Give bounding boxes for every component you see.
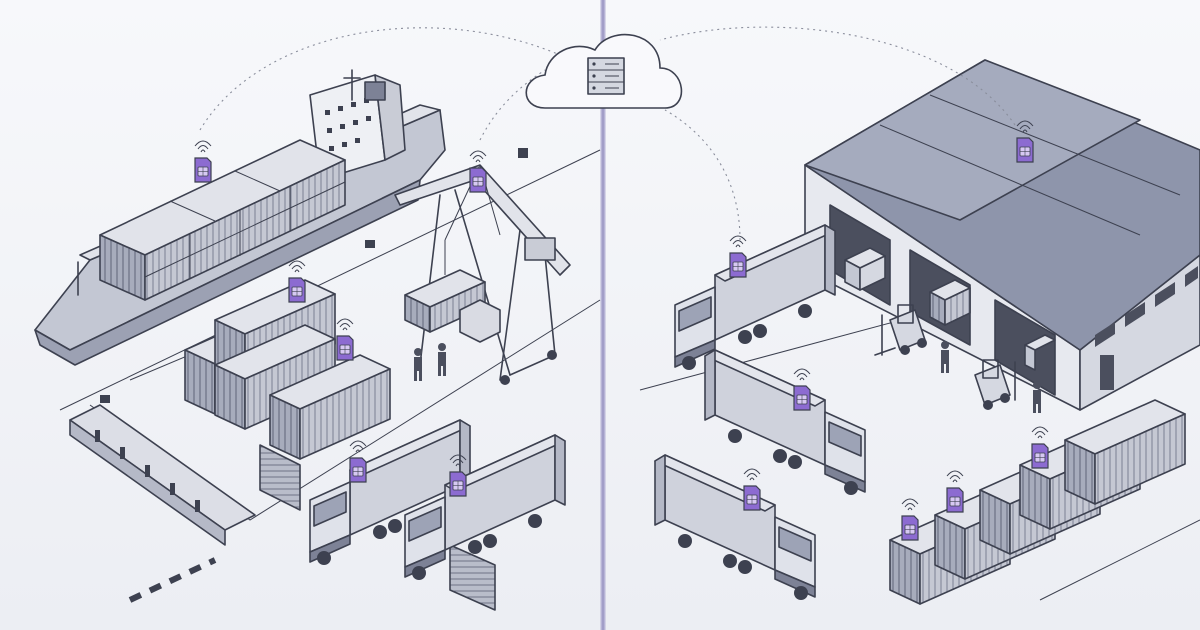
connection-lines	[199, 26, 1016, 241]
cargo-ship	[34, 69, 446, 366]
workers	[414, 343, 446, 381]
forklift-1	[874, 304, 927, 356]
cloud	[525, 33, 683, 109]
server-icon	[587, 57, 625, 95]
warehouse-building	[804, 59, 1200, 411]
warehouse-scene	[639, 59, 1200, 605]
forklift-2	[974, 359, 1016, 410]
